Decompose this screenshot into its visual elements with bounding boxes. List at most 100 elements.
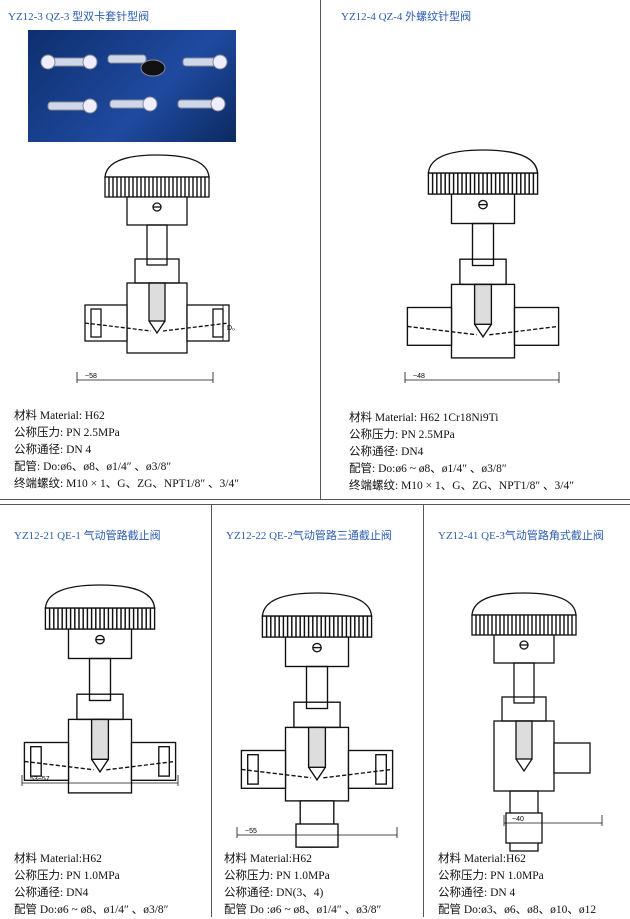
- stem: [146, 224, 168, 266]
- spec-list: 材料 Material:H62 公称压力: PN 1.0MPa 公称通径: DN…: [224, 851, 381, 919]
- flow-path: [489, 325, 559, 336]
- spec-material: 材料 Material:H62: [438, 853, 526, 865]
- packing-nut: [459, 258, 507, 286]
- left-fitting: [23, 741, 70, 781]
- handwheel-knob: [427, 149, 539, 174]
- spec-pressure: 公称压力: PN 1.0MPa: [14, 870, 120, 882]
- right-fitting: [347, 749, 394, 789]
- spec-tubing: 配管 Do :ø6 ~ ø8、ø1/4″ 、ø3/8″: [224, 904, 382, 916]
- dimension-label: ~40: [512, 816, 524, 823]
- set-screw-icon: [312, 642, 322, 653]
- spec-tubing: 配管: Do:ø6、ø8、ø1/4″ 、ø3/8″: [14, 461, 172, 473]
- panel-yz12-4: YZ12-4 QZ-4 外螺纹针型阀 ~48 材料 Material: H62 …: [320, 0, 630, 500]
- needle-stem: [90, 718, 110, 760]
- spec-material: 材料 Material:H62: [14, 853, 102, 865]
- stem: [88, 657, 112, 702]
- spec-material: 材料 Material: H62: [14, 410, 105, 422]
- panel-yz12-22: YZ12-22 QE-2气动管路三通截止阀 ~55 材料 Material:H6…: [211, 504, 424, 917]
- needle-tip: [474, 323, 492, 339]
- side-fitting: [553, 742, 591, 774]
- spec-list: 材料 Material:H62 公称压力: PN 1.0MPa 公称通径: DN…: [438, 851, 596, 919]
- spec-pressure: 公称压力: PN 2.5MPa: [349, 429, 455, 441]
- product-title: YZ12-3 QZ-3 型双卡套针型阀: [8, 11, 150, 23]
- spec-bore: 公称通径: DN 4: [438, 887, 516, 899]
- dimension-label: ~58: [85, 373, 97, 380]
- dimension-label: ~48: [413, 373, 425, 380]
- ferrule: [247, 754, 259, 785]
- ferrule: [158, 746, 170, 777]
- handwheel-knob: [44, 584, 156, 609]
- valve-drawing: 53~57: [21, 584, 179, 794]
- needle-tip: [515, 758, 533, 773]
- spec-tubing: 配管 Do:ø6 ~ ø8、ø1/4″ 、ø3/8″: [14, 904, 169, 916]
- flow-path: [106, 760, 176, 771]
- flow-path: [24, 760, 94, 771]
- needle-tip: [308, 766, 326, 782]
- handwheel-knob: [104, 154, 210, 178]
- spec-bore: 公称通径: DN4: [349, 446, 424, 458]
- product-title: YZ12-21 QE-1 气动管路截止阀: [14, 530, 161, 542]
- product-title: YZ12-22 QE-2气动管路三通截止阀: [226, 530, 392, 542]
- packing-nut: [293, 701, 341, 729]
- packing-nut: [501, 696, 547, 722]
- spec-thread: 终端螺纹: M10 × 1、G、ZG、NPT1/8″ 、3/4″: [349, 480, 574, 492]
- packing-nut: [76, 693, 124, 721]
- valve-drawing: ~58 D₀: [76, 154, 235, 383]
- spec-material: 材料 Material:H62: [224, 853, 312, 865]
- set-screw-icon: [478, 199, 488, 210]
- valve-outline: [23, 584, 177, 794]
- handwheel-knob: [471, 592, 577, 616]
- flow-path: [84, 322, 152, 332]
- valve-outline: [406, 149, 560, 359]
- ferrule: [375, 754, 387, 785]
- needle-stem: [148, 282, 166, 322]
- spec-pressure: 公称压力: PN 1.0MPa: [438, 870, 544, 882]
- valve-drawing: ~55: [236, 592, 398, 848]
- valve-outline: [471, 592, 591, 852]
- valve-outline: [84, 154, 230, 354]
- spec-list: 材料 Material: H62 公称压力: PN 2.5MPa 公称通径: D…: [14, 408, 239, 493]
- valve-outline: [240, 592, 394, 848]
- needle-stem: [473, 283, 493, 325]
- left-fitting: [406, 306, 453, 346]
- product-title: YZ12-41 QE-3气动管路角式截止阀: [438, 530, 604, 542]
- dimension-label: 53~57: [30, 776, 50, 783]
- valve-drawing: ~48: [404, 149, 560, 383]
- needle-stem: [515, 720, 533, 760]
- panel-yz12-3: YZ12-3 QZ-3 型双卡套针型阀 ~58 D₀ 材料 Material: H…: [0, 0, 321, 500]
- valve-photo-image: [40, 54, 228, 114]
- bonnet: [493, 634, 555, 664]
- nut: [505, 812, 543, 844]
- needle-stem: [307, 726, 327, 768]
- spec-thread: 终端螺纹: M10 × 1、G、ZG、NPT1/8″ 、3/4″: [14, 478, 239, 490]
- product-title: YZ12-4 QZ-4 外螺纹针型阀: [341, 11, 472, 23]
- right-fitting: [130, 741, 177, 781]
- valve-drawing: ~40: [471, 592, 603, 852]
- stem: [305, 665, 329, 710]
- panel-yz12-21: YZ12-21 QE-1 气动管路截止阀 53~57 材料 Material:H…: [0, 504, 212, 917]
- flow-path: [407, 325, 477, 336]
- ferrule: [90, 308, 102, 338]
- dimension-label: ~55: [245, 828, 257, 835]
- flow-path: [241, 768, 311, 779]
- spec-tubing: 配管: Do:ø6 ~ ø8、ø1/4″ 、ø3/8″: [349, 463, 507, 475]
- right-fitting: [513, 306, 560, 346]
- spec-pressure: 公称压力: PN 1.0MPa: [224, 870, 330, 882]
- product-photo: [28, 30, 236, 142]
- spec-pressure: 公称压力: PN 2.5MPa: [14, 427, 120, 439]
- stem: [471, 222, 495, 267]
- flow-path: [323, 768, 393, 779]
- spec-bore: 公称通径: DN(3、4): [224, 887, 324, 899]
- packing-nut: [134, 258, 180, 284]
- spec-list: 材料 Material:H62 公称压力: PN 1.0MPa 公称通径: DN…: [14, 851, 168, 919]
- handwheel-knob: [261, 592, 373, 617]
- flow-path: [162, 322, 230, 332]
- stem: [513, 662, 535, 704]
- ferrule: [30, 746, 42, 777]
- diameter-label: D₀: [227, 325, 235, 332]
- needle-tip: [91, 758, 109, 774]
- spec-list: 材料 Material: H62 1Cr18Ni9Ti 公称压力: PN 2.5…: [349, 410, 574, 495]
- spec-bore: 公称通径: DN 4: [14, 444, 92, 456]
- needle-tip: [148, 320, 166, 335]
- left-fitting: [240, 749, 287, 789]
